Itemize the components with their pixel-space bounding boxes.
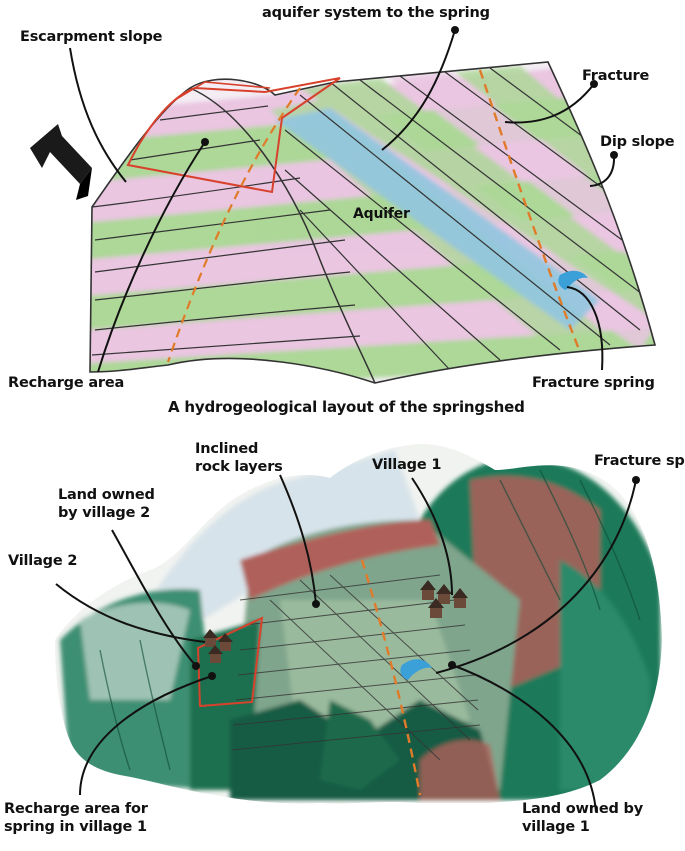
label-land-owned-village-2: Land owned by village 2 bbox=[58, 487, 155, 521]
label-fracture: Fracture bbox=[582, 68, 650, 84]
label-inclined-rock-layers: Inclined rock layers bbox=[195, 441, 283, 475]
label-fracture-spring-bottom: Fracture sprin bbox=[594, 453, 685, 469]
label-escarpment-slope: Escarpment slope bbox=[20, 29, 163, 45]
label-recharge-area-spring: Recharge area for spring in village 1 bbox=[4, 801, 148, 835]
spring-water-drop-icon bbox=[400, 659, 432, 680]
label-land-owned-village-1: Land owned by village 1 bbox=[522, 801, 643, 835]
bottom-leader-lines bbox=[55, 474, 637, 813]
leader-lines bbox=[69, 29, 616, 373]
label-recharge-area: Recharge area bbox=[8, 375, 125, 391]
fracture-line-left bbox=[166, 87, 301, 363]
label-village-1: Village 1 bbox=[372, 457, 442, 473]
village-1-houses bbox=[420, 580, 468, 618]
recharge-area-village1-outline bbox=[196, 616, 264, 708]
block-outline bbox=[89, 61, 657, 384]
village-2-houses bbox=[203, 629, 233, 663]
label-aquifer-system: aquifer system to the spring bbox=[262, 5, 490, 21]
label-fracture-spring: Fracture spring bbox=[532, 375, 655, 391]
label-dip-slope: Dip slope bbox=[600, 134, 675, 150]
water-drop-icon bbox=[558, 270, 588, 290]
label-village-2: Village 2 bbox=[8, 553, 78, 569]
arrow-icon bbox=[30, 124, 92, 200]
rock-layer-lines bbox=[231, 574, 481, 761]
top-block-diagram bbox=[30, 26, 657, 384]
fracture-line bbox=[478, 69, 582, 353]
diagram-caption: A hydrogeological layout of the springsh… bbox=[168, 398, 525, 416]
bottom-leader-dots bbox=[192, 476, 640, 680]
rock-strata bbox=[90, 62, 655, 383]
label-aquifer: Aquifer bbox=[353, 206, 410, 222]
leader-dots bbox=[201, 26, 618, 159]
fracture-line-bottom bbox=[360, 559, 422, 796]
